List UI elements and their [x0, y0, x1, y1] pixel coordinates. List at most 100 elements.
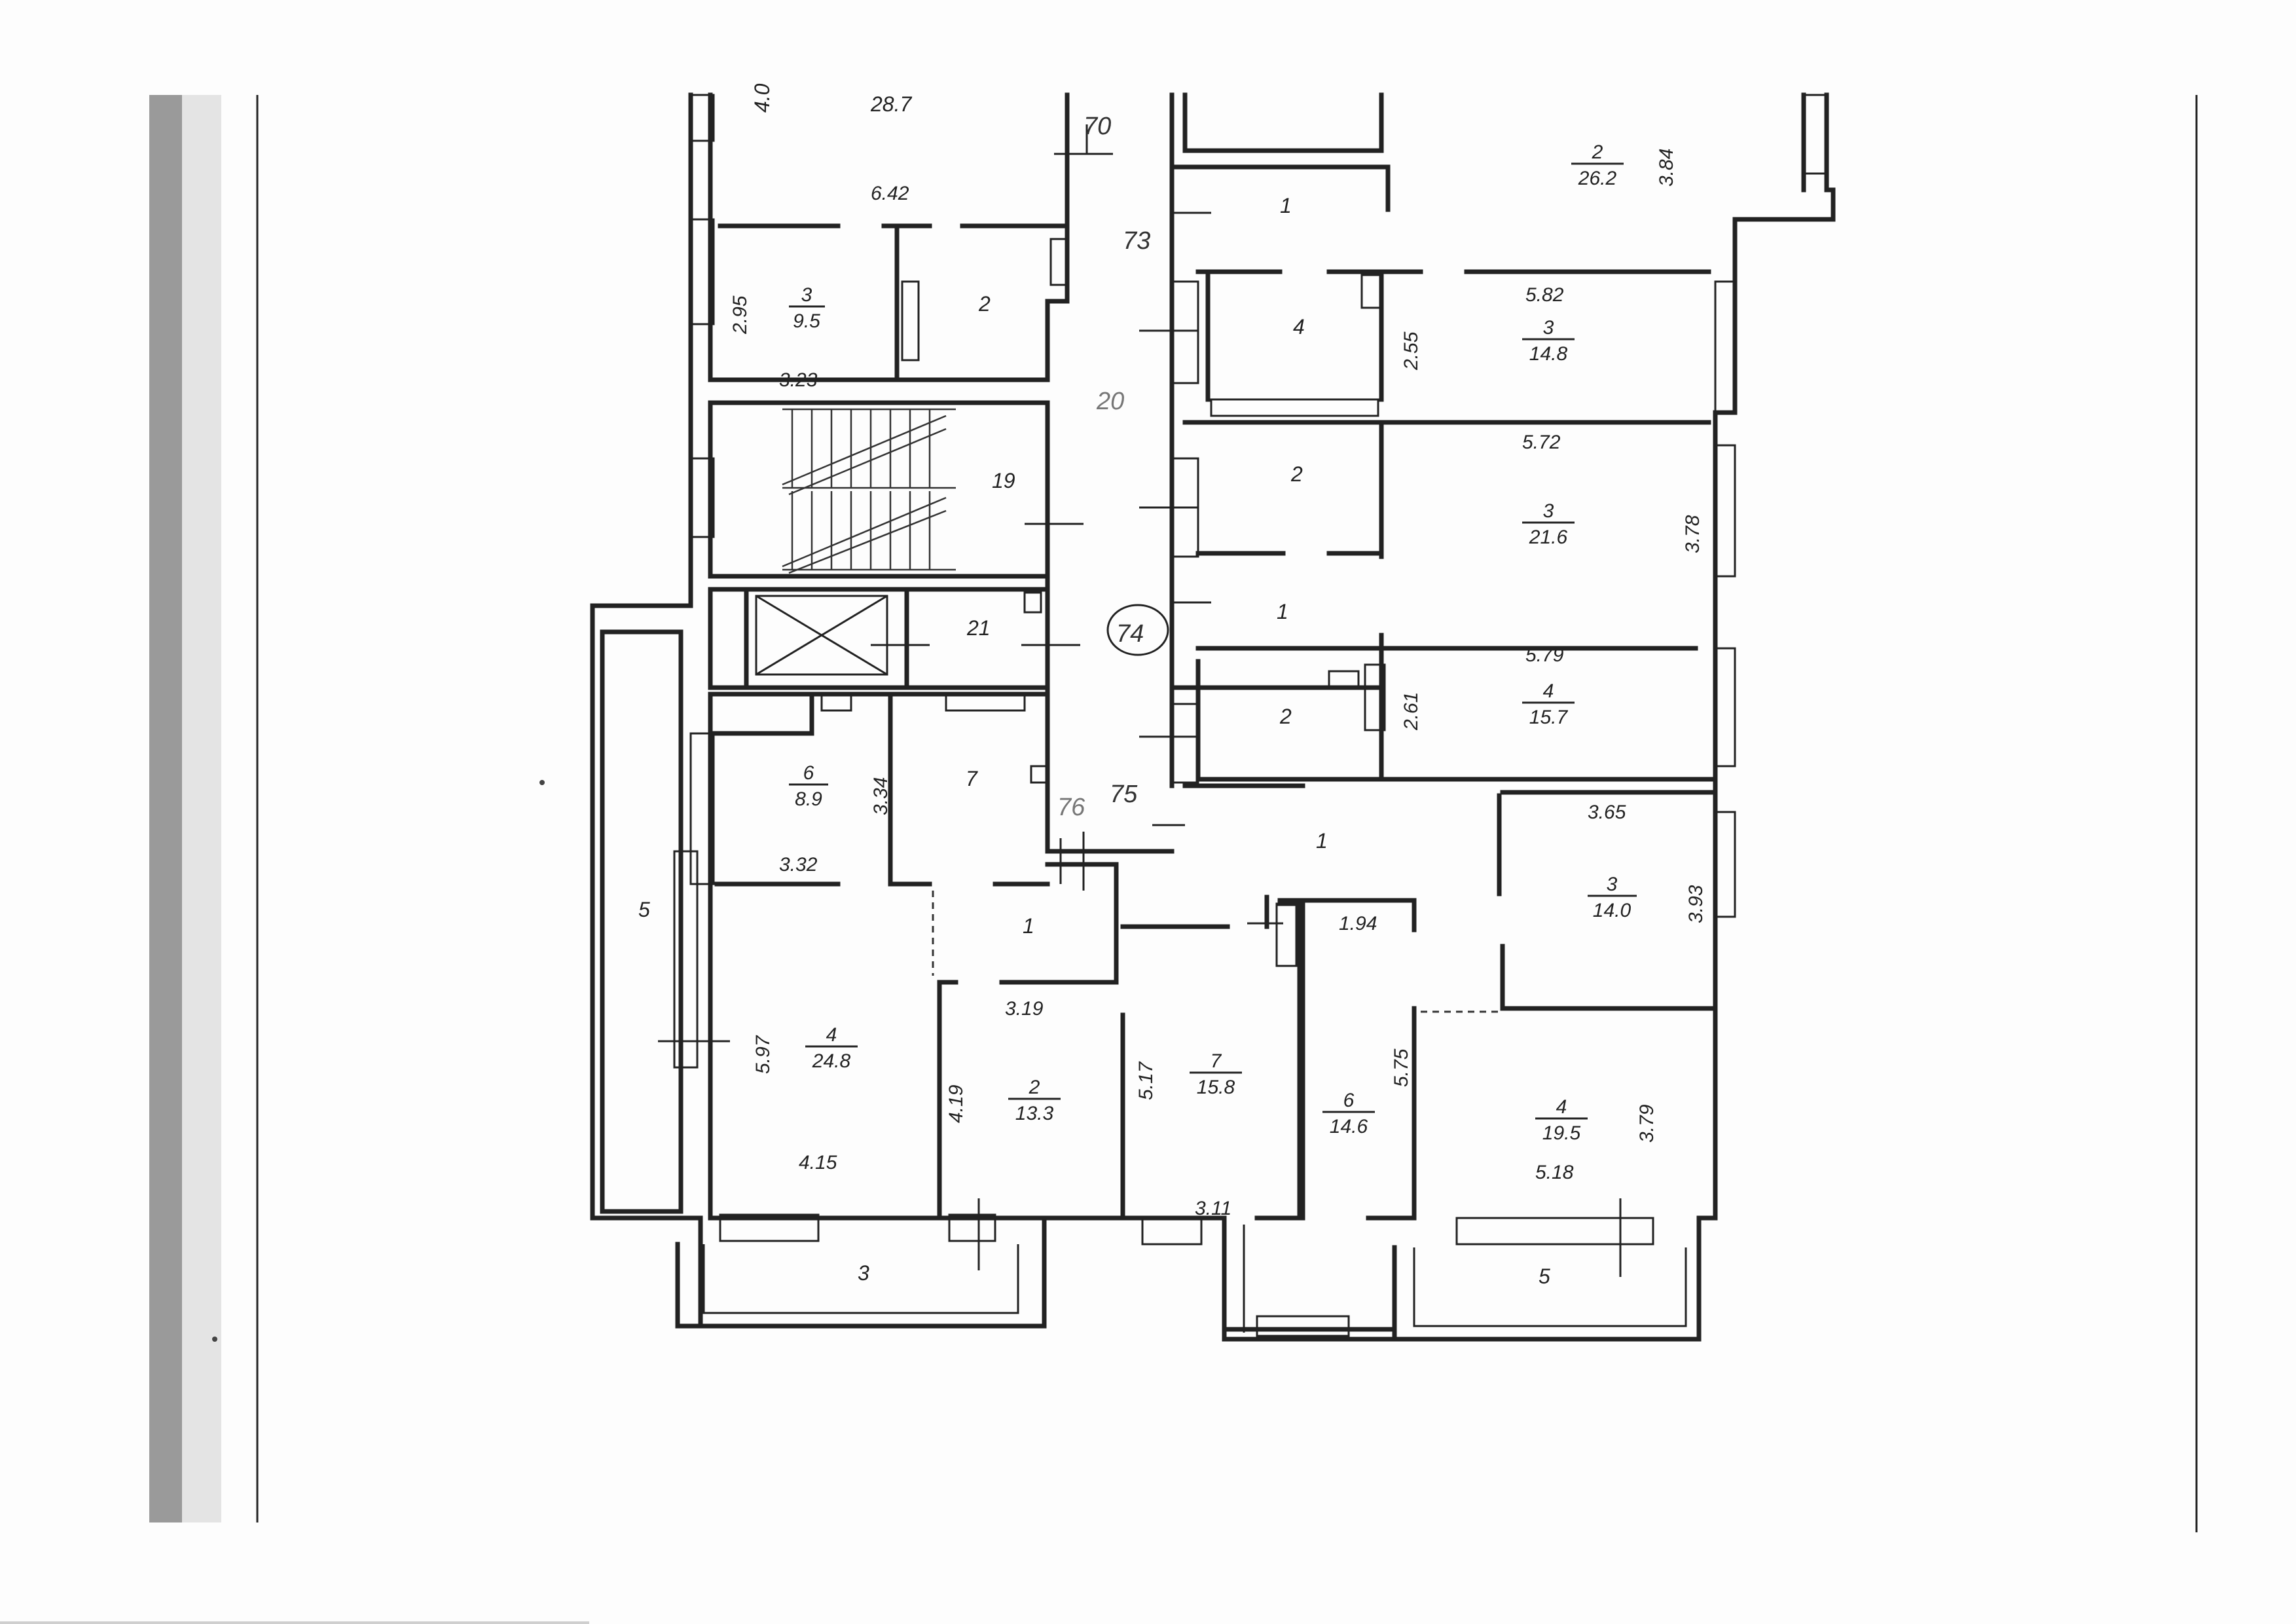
- room-label: 1: [1023, 914, 1034, 938]
- dimension-label: 5.79: [1525, 644, 1564, 666]
- svg-text:15.7: 15.7: [1529, 707, 1569, 728]
- fraction-label: 68.9: [789, 762, 828, 810]
- dimension-label: 3.78: [1682, 515, 1704, 553]
- dimension-label: 3.65: [1588, 802, 1626, 823]
- dimension-label: 5.18: [1535, 1162, 1574, 1183]
- fraction-label: 424.8: [805, 1024, 858, 1072]
- dimension-label: 2.61: [1400, 692, 1422, 731]
- dimension-label: 5.97: [752, 1035, 774, 1074]
- dimension-label: 2.95: [729, 295, 751, 335]
- dimension-label: 4.15: [799, 1152, 837, 1173]
- svg-text:4: 4: [826, 1024, 837, 1046]
- room-label: 1: [1277, 600, 1288, 623]
- window-marks: [689, 94, 1828, 918]
- corridor-numbers: 70 73 20 74 76 75: [1057, 113, 1150, 821]
- svg-text:3: 3: [1607, 874, 1618, 895]
- dimension-label: 4.19: [945, 1084, 967, 1123]
- svg-text:7: 7: [1211, 1050, 1222, 1072]
- right-middle-apartment-walls: [1139, 633, 1718, 1013]
- room-label: 4.0: [750, 83, 774, 113]
- elevator-shaft: [708, 587, 1080, 690]
- fraction-label: 715.8: [1190, 1050, 1242, 1098]
- left-middle-apartment-walls: [661, 692, 1125, 1221]
- unit-74-circle-mark: [1106, 604, 1169, 656]
- svg-text:19.5: 19.5: [1542, 1122, 1581, 1144]
- fraction-label: 419.5: [1535, 1096, 1588, 1144]
- dimension-label: 3.79: [1636, 1104, 1658, 1143]
- svg-text:9.5: 9.5: [793, 310, 820, 332]
- room-label: 2: [978, 292, 991, 316]
- room-label: 2: [1290, 462, 1303, 486]
- svg-text:26.2: 26.2: [1578, 168, 1617, 189]
- dimension-label: 2.55: [1400, 331, 1422, 371]
- fraction-label: 314.0: [1588, 874, 1637, 921]
- outer-walls: [590, 92, 1836, 1342]
- right-upper-apartment-walls: [1139, 92, 1711, 604]
- room-label: 3: [858, 1261, 869, 1285]
- scan-left-edge-shadow: [149, 95, 182, 1522]
- room-label: 5: [638, 898, 650, 921]
- fraction-label: 226.2: [1571, 141, 1624, 189]
- room-labels: 4.0 28.7 1 2 4 2 1 2 19 21 7 1 1 5 3 5: [638, 83, 1550, 1288]
- corridor-number: 70: [1084, 113, 1111, 140]
- room-area-fractions: 39.5 226.2 314.8 321.6 415.7 68.9 314.0 …: [789, 141, 1637, 1144]
- corridor-number: 74: [1116, 620, 1144, 648]
- svg-text:2: 2: [1029, 1077, 1040, 1098]
- dimension-label: 3.84: [1656, 149, 1677, 187]
- svg-text:13.3: 13.3: [1015, 1103, 1054, 1124]
- dimension-label: 5.75: [1391, 1048, 1412, 1087]
- top-left-apartment-walls: [689, 92, 1113, 382]
- room-label: 21: [966, 616, 991, 640]
- svg-text:14.0: 14.0: [1593, 900, 1631, 921]
- dimension-labels: 6.42 2.95 3.23 3.84 5.82 2.55 5.72 3.78 …: [729, 149, 1707, 1219]
- fraction-label: 213.3: [1008, 1077, 1061, 1124]
- dimension-label: 1.94: [1339, 913, 1377, 934]
- room-label: 1: [1280, 194, 1292, 217]
- room-area-label: 28.7: [870, 92, 912, 116]
- svg-text:4: 4: [1556, 1096, 1567, 1118]
- svg-text:3: 3: [1543, 500, 1554, 522]
- room-label: 1: [1316, 829, 1328, 853]
- corridor-number: 73: [1123, 227, 1150, 255]
- dimension-label: 3.11: [1195, 1198, 1231, 1219]
- svg-text:24.8: 24.8: [812, 1050, 851, 1072]
- scan-dot: [539, 780, 545, 785]
- dimension-label: 3.93: [1685, 885, 1707, 923]
- svg-text:15.8: 15.8: [1197, 1077, 1235, 1098]
- room-label: 19: [992, 469, 1015, 492]
- dimension-label: 3.32: [779, 854, 818, 876]
- dimension-label: 3.23: [779, 369, 818, 391]
- dimension-label: 5.17: [1135, 1061, 1157, 1100]
- room-label: 5: [1539, 1264, 1550, 1288]
- svg-text:3: 3: [801, 284, 812, 306]
- svg-text:21.6: 21.6: [1529, 526, 1568, 548]
- corridor-number: 20: [1096, 388, 1124, 415]
- right-lower-apartment-walls: [1120, 895, 1417, 1246]
- fraction-label: 415.7: [1522, 680, 1575, 728]
- svg-text:3: 3: [1543, 317, 1554, 339]
- svg-text:14.8: 14.8: [1529, 343, 1568, 365]
- stairwell: [708, 400, 1084, 579]
- fraction-label: 39.5: [789, 284, 825, 332]
- svg-text:14.6: 14.6: [1330, 1116, 1368, 1137]
- dimension-label: 6.42: [871, 183, 909, 204]
- svg-text:4: 4: [1543, 680, 1554, 702]
- room-label: 7: [966, 767, 978, 790]
- vestibule-bottom-center: [1222, 901, 1417, 1342]
- balcony-bottom-left: [675, 1198, 1047, 1329]
- scan-dot: [212, 1337, 217, 1342]
- svg-text:6: 6: [803, 762, 814, 784]
- corridor-number: 76: [1057, 794, 1085, 821]
- dimension-label: 3.19: [1005, 998, 1044, 1020]
- svg-text:6: 6: [1343, 1090, 1355, 1111]
- fraction-label: 321.6: [1522, 500, 1575, 548]
- room-label: 4: [1293, 315, 1305, 339]
- svg-text:8.9: 8.9: [795, 788, 822, 810]
- scan-left-edge-fade: [182, 95, 221, 1522]
- dimension-label: 5.72: [1522, 432, 1561, 453]
- svg-text:2: 2: [1592, 141, 1603, 163]
- fraction-label: 314.8: [1522, 317, 1575, 365]
- corridor-number: 75: [1110, 781, 1138, 808]
